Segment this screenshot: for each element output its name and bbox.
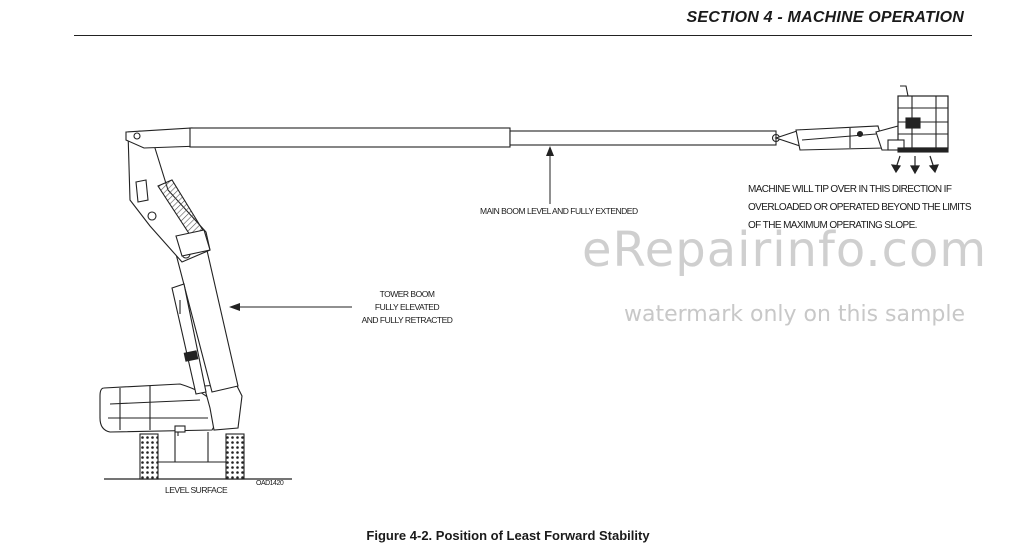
header-rule (74, 35, 972, 36)
section-title: SECTION 4 - MACHINE OPERATION (686, 9, 964, 26)
main-boom-base (189, 127, 511, 148)
front-wheel (225, 433, 245, 480)
level-surface-label: LEVEL SURFACE (165, 485, 228, 495)
boom-pivot (125, 127, 201, 149)
tip-over-warning-line3: OF THE MAXIMUM OPERATING SLOPE. (748, 220, 917, 231)
tip-over-warning: MACHINE WILL TIP OVER IN THIS DIRECTION … (748, 181, 972, 235)
main-boom-fly (509, 130, 777, 146)
tip-over-warning-line1: MACHINE WILL TIP OVER IN THIS DIRECTION … (748, 184, 952, 195)
jib (795, 125, 885, 151)
main-boom-callout: MAIN BOOM LEVEL AND FULLY EXTENDED (480, 206, 638, 216)
watermark-main: eRepairinfo.com (582, 222, 988, 278)
tower-boom-callout-line2: FULLY ELEVATED (374, 302, 440, 312)
tower-boom-callout: TOWER BOOM FULLY ELEVATED AND FULLY RETR… (352, 288, 462, 327)
tip-direction-arrows (890, 155, 939, 175)
platform (887, 85, 949, 153)
figure-caption: Figure 4-2. Position of Least Forward St… (366, 528, 650, 543)
tip-over-warning-line2: OVERLOADED OR OPERATED BEYOND THE LIMITS (748, 202, 972, 213)
tower-boom-callout-line1: TOWER BOOM (379, 289, 435, 299)
watermark-sub: watermark only on this sample (624, 302, 966, 327)
drawing-code: OAD1420 (256, 480, 284, 487)
rear-wheel (139, 433, 159, 480)
tower-boom-callout-line3: AND FULLY RETRACTED (361, 315, 453, 325)
